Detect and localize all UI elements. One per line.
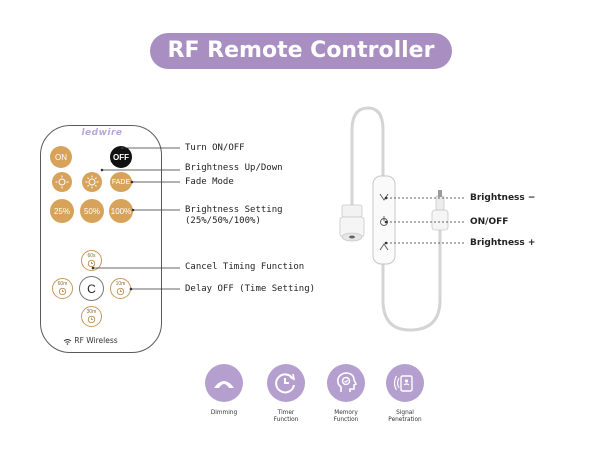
inline-onoff-label: ON/OFF (470, 217, 509, 227)
on-button[interactable]: ON (50, 146, 72, 168)
timer-icon (275, 373, 296, 394)
brightness-up-button[interactable] (82, 172, 102, 192)
callout-brightness-setting: Brightness Setting (185, 205, 283, 215)
timer-60s-label: 60s (87, 253, 96, 259)
dimming-feature (205, 364, 243, 402)
callout-delay-off: Delay OFF (Time Setting) (185, 284, 316, 294)
memory-icon (337, 372, 358, 392)
signal-icon (393, 375, 413, 392)
brightness-50-button[interactable]: 50% (80, 199, 104, 223)
clock-icon (87, 315, 96, 324)
timer-10m-button[interactable]: 10m (110, 278, 131, 299)
brightness-100-button[interactable]: 100% (109, 199, 133, 223)
signal-feature (386, 364, 424, 402)
rf-wireless-label: RF Wireless (74, 336, 118, 345)
memory-feature (327, 364, 365, 402)
clock-icon (87, 259, 96, 268)
callout-fade-mode: Fade Mode (185, 177, 234, 187)
timer-60m-label: 60m (57, 281, 68, 287)
timer-30m-button[interactable]: 30m (81, 306, 102, 327)
callout-turn-onoff: Turn ON/OFF (185, 143, 245, 153)
inline-brightness-minus-label: Brightness − (470, 193, 536, 203)
timer-60m-button[interactable]: 60m (52, 278, 73, 299)
timer-feature (267, 364, 305, 402)
page-title: RF Remote Controller (150, 33, 452, 69)
wifi-icon (63, 338, 72, 345)
rf-wireless-footer: RF Wireless (63, 336, 118, 345)
brightness-up-icon (85, 175, 99, 189)
timer-10m-label: 10m (115, 281, 126, 287)
dimming-icon (214, 381, 234, 388)
off-button[interactable]: OFF (110, 146, 132, 168)
brightness-down-button[interactable] (52, 172, 72, 192)
brand-logo: ledwire (81, 128, 123, 138)
fade-button[interactable]: FADE (110, 172, 132, 192)
clock-icon (116, 287, 125, 296)
callout-brightness-setting-values: (25%/50%/100%) (185, 216, 261, 226)
callout-brightness-updown: Brightness Up/Down (185, 163, 283, 173)
timer-60s-button[interactable]: 60s (81, 250, 102, 271)
brightness-down-icon (55, 175, 69, 189)
timer-30m-label: 30m (86, 309, 97, 315)
inline-brightness-plus-label: Brightness + (470, 238, 536, 248)
clock-icon (58, 287, 67, 296)
dimming-label: Dimming (210, 410, 238, 416)
brightness-25-button[interactable]: 25% (50, 199, 74, 223)
cancel-timer-button[interactable]: C (79, 276, 104, 301)
callout-cancel-timing: Cancel Timing Function (185, 262, 305, 272)
